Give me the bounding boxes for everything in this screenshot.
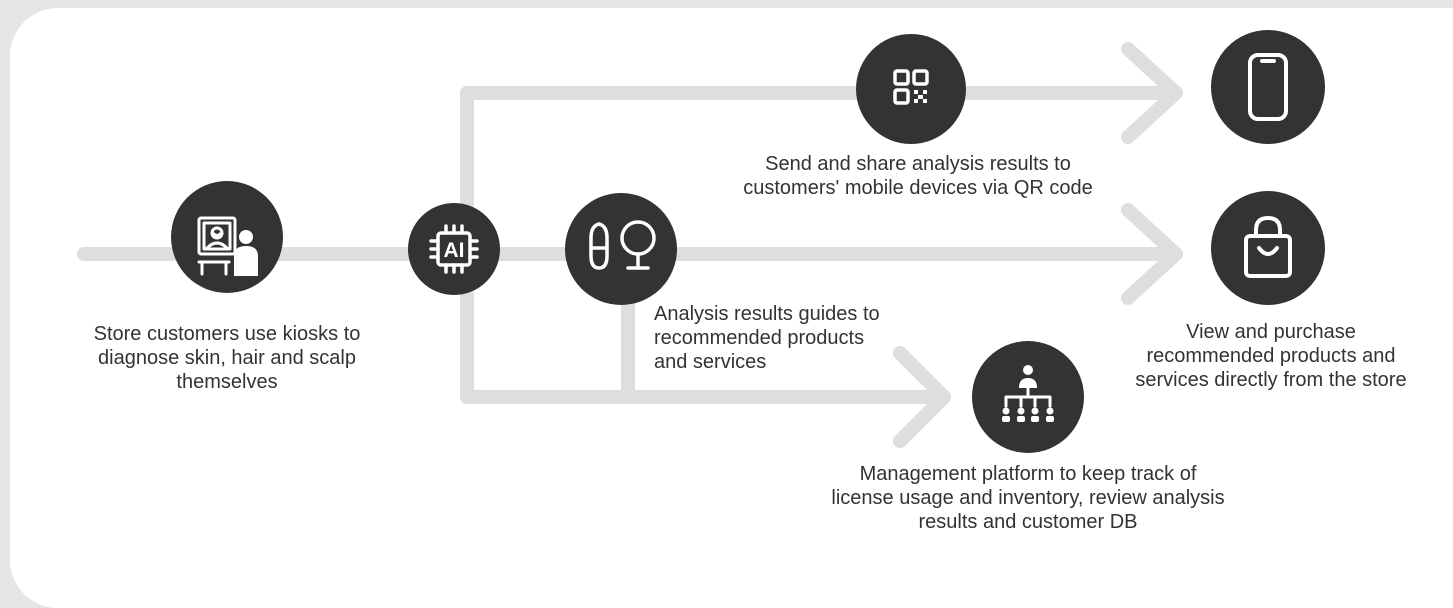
label-beauty: Analysis results guides to recommended p… xyxy=(654,303,880,373)
org-hierarchy-icon xyxy=(1002,365,1054,422)
arrow-head-upper xyxy=(1121,42,1183,144)
lipstick-mirror-icon xyxy=(589,220,656,270)
node-ai: AI xyxy=(408,203,500,295)
lower-branch-connector xyxy=(460,247,947,404)
diagram-card xyxy=(10,8,1453,608)
label-shop: View and purchase recommended products a… xyxy=(1135,321,1407,391)
kiosk-user-icon xyxy=(197,216,237,276)
arrow-head-lower xyxy=(893,346,951,448)
shopping-bag-icon xyxy=(1244,216,1292,278)
flow-diagram: AI xyxy=(77,30,1325,453)
arrow-head-middle xyxy=(1121,203,1183,305)
label-platform: Management platform to keep track of lic… xyxy=(831,463,1225,533)
ai-chip-text: AI xyxy=(444,239,465,262)
node-mobile xyxy=(1211,30,1325,144)
node-kiosk xyxy=(171,181,283,293)
qr-code-icon xyxy=(893,69,929,105)
label-qr: Send and share analysis results to custo… xyxy=(743,153,1093,199)
node-beauty xyxy=(565,193,677,305)
node-shop xyxy=(1211,191,1325,305)
smartphone-icon xyxy=(1248,53,1288,121)
ai-chip-icon xyxy=(429,224,479,274)
node-platform xyxy=(972,341,1084,453)
label-kiosk: Store customers use kiosks to diagnose s… xyxy=(93,323,361,393)
person-icon xyxy=(234,230,258,276)
node-qr xyxy=(856,34,966,144)
